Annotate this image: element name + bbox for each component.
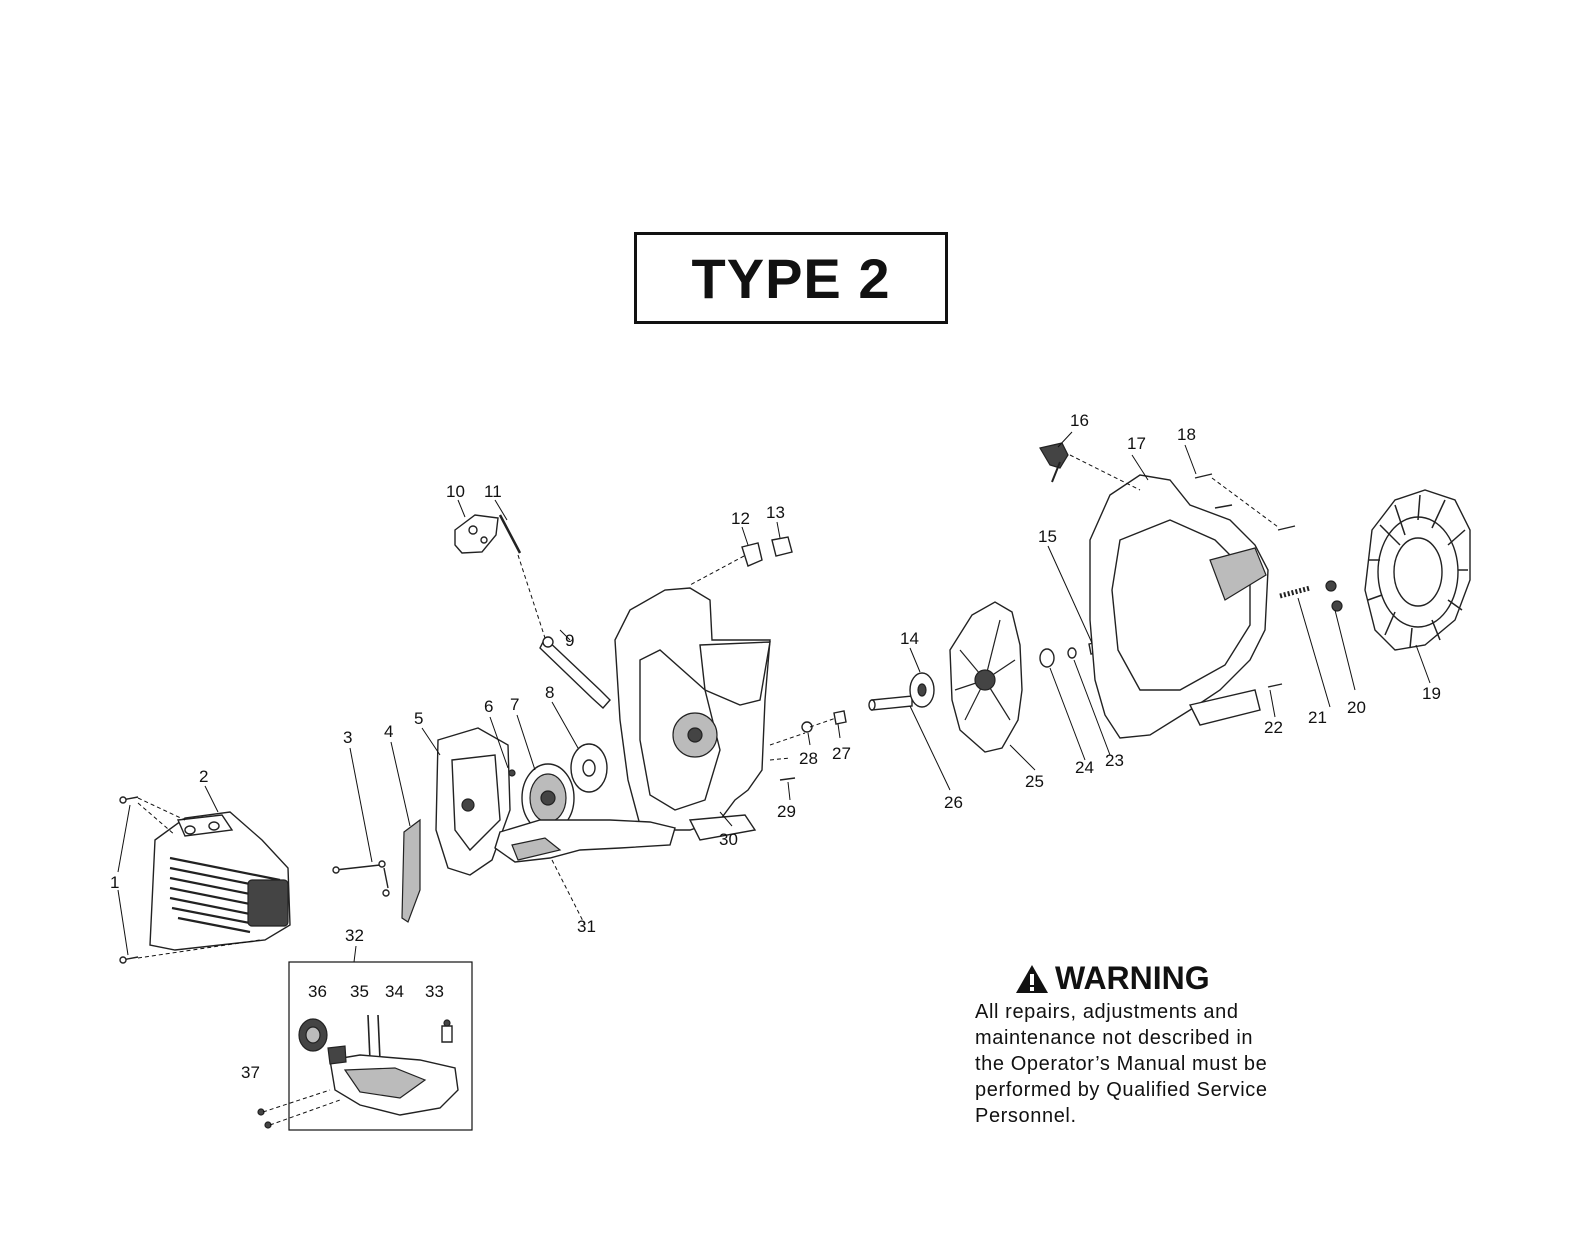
callout-23: 23 [1105, 751, 1124, 770]
part-36-cap [298, 1018, 328, 1052]
callout-12: 12 [731, 509, 750, 528]
part-18-screws [1194, 473, 1296, 531]
callout-34: 34 [385, 982, 404, 1001]
callout-32: 32 [345, 926, 364, 945]
part-26-shaft [868, 695, 913, 711]
part-7-pulley [521, 763, 575, 833]
part-27-nut [833, 710, 847, 725]
callout-31: 31 [577, 917, 596, 936]
page-title: TYPE 2 [691, 246, 891, 310]
part-25-impeller [949, 601, 1023, 753]
warning-text: All repairs, adjustments and maintenance… [975, 999, 1335, 1129]
warning-line: performed by Qualified Service [975, 1079, 1268, 1101]
part-5-housing [435, 727, 511, 876]
part-29-screw [779, 777, 796, 781]
part-16-clip [1039, 442, 1069, 483]
callout-36: 36 [308, 982, 327, 1001]
callout-22: 22 [1264, 718, 1283, 737]
part-34-wire [377, 1014, 381, 1061]
callout-19: 19 [1422, 684, 1441, 703]
part-8-washer [570, 743, 608, 793]
part-30-housing [614, 587, 771, 841]
warning-block: WARNING All repairs, adjustments and mai… [975, 960, 1335, 1129]
callout-4: 4 [384, 722, 393, 741]
callout-11: 11 [484, 482, 502, 501]
part-13-nut [771, 536, 793, 557]
callout-18: 18 [1177, 425, 1196, 444]
callout-26: 26 [944, 793, 963, 812]
callout-30: 30 [719, 830, 738, 849]
callout-7: 7 [510, 695, 519, 714]
callout-3: 3 [343, 728, 352, 747]
callout-33: 33 [425, 982, 444, 1001]
warning-triangle-icon [1016, 964, 1048, 993]
part-23-nut [1067, 647, 1077, 659]
callout-27: 27 [832, 744, 851, 763]
callout-10: 10 [446, 482, 465, 501]
callout-35: 35 [350, 982, 369, 1001]
part-37-screws [257, 1089, 341, 1129]
callout-15: 15 [1038, 527, 1057, 546]
part-4-plate [401, 818, 421, 923]
part-17-rear-housing [1089, 474, 1269, 739]
callout-numbers: 1 2 3 4 5 6 7 8 9 10 11 12 13 14 15 16 1… [110, 411, 1441, 1082]
part-10-plate [454, 514, 499, 554]
kit-32-box [288, 961, 473, 1131]
callout-2: 2 [199, 767, 208, 786]
part-20-clip [1325, 580, 1343, 612]
part-11-wire [498, 514, 522, 554]
part-33-plug [441, 1019, 453, 1043]
callout-6: 6 [484, 697, 493, 716]
callout-8: 8 [545, 683, 554, 702]
part-6-screw [508, 769, 516, 777]
part-12-nut [741, 542, 763, 567]
part-24-washer [1039, 648, 1055, 668]
callout-20: 20 [1347, 698, 1366, 717]
callout-21: 21 [1308, 708, 1327, 727]
warning-line: All repairs, adjustments and [975, 1001, 1239, 1023]
warning-line: Personnel. [975, 1105, 1077, 1127]
title-box: TYPE 2 [634, 232, 948, 324]
leader-lines [117, 431, 1431, 963]
callout-29: 29 [777, 802, 796, 821]
part-1-screws [119, 796, 261, 964]
callout-28: 28 [799, 749, 818, 768]
callout-5: 5 [414, 709, 423, 728]
warning-line: the Operator’s Manual must be [975, 1053, 1268, 1075]
warning-line: maintenance not described in [975, 1027, 1254, 1049]
part-31-handle [494, 819, 676, 926]
callout-37: 37 [241, 1063, 260, 1082]
callout-1: 1 [110, 873, 119, 892]
part-14-spacer [909, 672, 935, 708]
warning-heading-row: WARNING [1015, 960, 1335, 997]
part-35-wire [367, 1014, 371, 1061]
part-3-screws [332, 860, 390, 897]
callout-16: 16 [1070, 411, 1089, 430]
part-9-tube [539, 636, 611, 709]
callout-17: 17 [1127, 434, 1146, 453]
callout-13: 13 [766, 503, 785, 522]
warning-heading: WARNING [1055, 960, 1210, 996]
part-2-cover [149, 811, 291, 951]
part-19-screen [1364, 489, 1471, 651]
callout-9: 9 [565, 631, 574, 650]
part-22-pin [1267, 683, 1283, 688]
callout-14: 14 [900, 629, 919, 648]
part-28-nut [801, 721, 813, 733]
part-21-spring [1279, 585, 1311, 599]
callout-24: 24 [1075, 758, 1094, 777]
callout-25: 25 [1025, 772, 1044, 791]
